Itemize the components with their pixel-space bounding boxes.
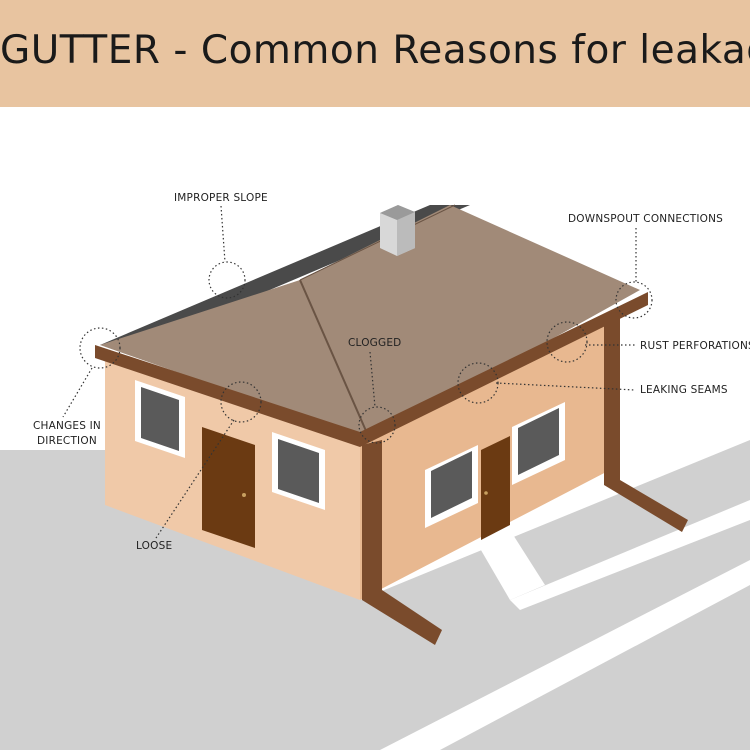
leader-line	[220, 205, 226, 263]
window-glass	[278, 439, 319, 503]
door-knob	[484, 491, 488, 495]
label-downspout-connections: DOWNSPOUT CONNECTIONS	[568, 213, 724, 225]
label-improper-slope: IMPROPER SLOPE	[174, 192, 268, 204]
window-glass	[431, 451, 472, 518]
callout-circle-downspout	[615, 281, 653, 319]
callout-circle-clogged	[358, 406, 396, 444]
label-leaking-seams: LEAKING SEAMS	[640, 384, 728, 396]
walkway	[510, 500, 750, 610]
label-clogged: CLOGGED	[348, 337, 402, 349]
callout-circle-seams	[457, 362, 499, 404]
label-changes-in-direction-line2: DIRECTION	[37, 435, 97, 447]
door-knob	[242, 493, 246, 497]
window-glass	[141, 387, 179, 451]
page-title: GUTTER - Common Reasons for leakage	[0, 28, 750, 73]
downspout-front	[362, 440, 442, 645]
door	[481, 436, 510, 540]
roof	[100, 205, 640, 440]
downspout-back	[604, 312, 688, 532]
label-loose: LOOSE	[136, 540, 173, 552]
chimney-side	[397, 212, 415, 256]
door	[202, 427, 255, 548]
gutter-right	[360, 292, 648, 447]
chimney-top	[380, 205, 415, 220]
callout-circle-direction	[79, 327, 121, 369]
callout-circle-improper-slope	[208, 261, 246, 299]
roof-ridge	[299, 279, 371, 441]
callout-circle-rust	[546, 321, 588, 363]
walkway	[478, 530, 545, 600]
leader-line	[369, 351, 376, 408]
walkway	[380, 560, 750, 750]
label-changes-in-direction-line1: CHANGES IN	[33, 420, 101, 432]
gutter-left	[95, 345, 360, 447]
leader-line	[62, 367, 93, 418]
roof-shadow	[100, 205, 470, 345]
callout-circle-loose	[220, 381, 262, 423]
label-rust-perforations: RUST PERFORATIONS	[640, 340, 750, 352]
title-banner: GUTTER - Common Reasons for leakage	[0, 0, 750, 107]
window-glass	[518, 408, 559, 475]
roof-ridge	[299, 204, 456, 281]
